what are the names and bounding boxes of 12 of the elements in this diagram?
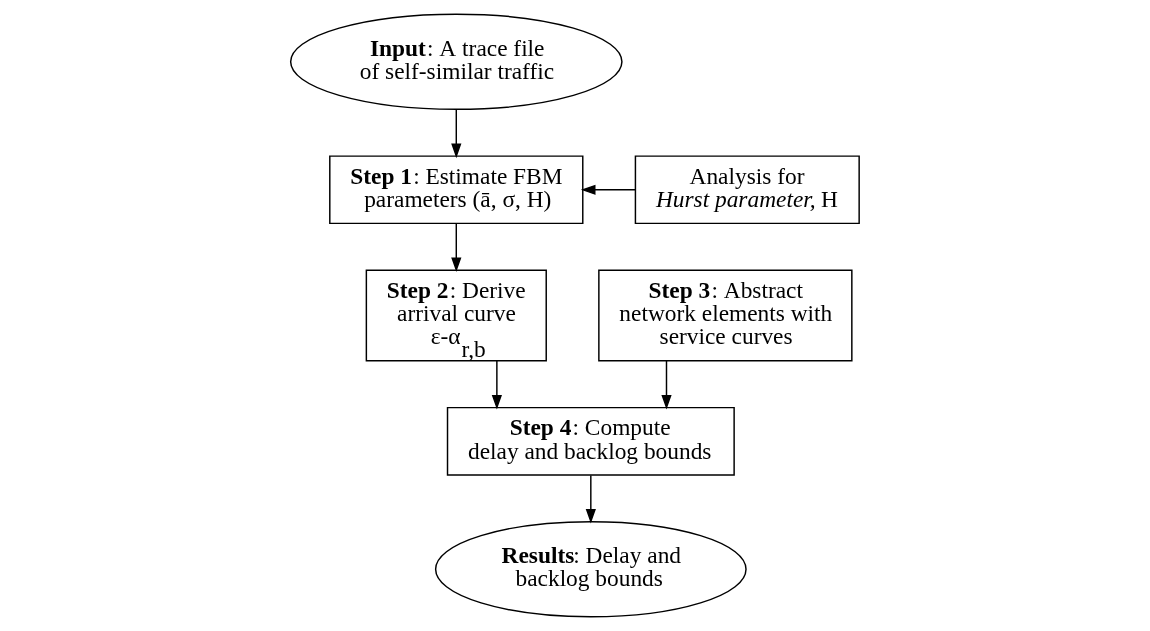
node-box: Step 3: Abstract network elements with service curves xyxy=(598,269,853,362)
node-box: Analysis for Hurst parameter, H xyxy=(634,155,860,225)
node-ellipse: Input: A trace file of self-similar traffic xyxy=(289,13,623,111)
arrow xyxy=(491,360,502,410)
arrow xyxy=(585,474,596,524)
node-box: Step 1: Estimate FBM parameters (ā, σ, H) xyxy=(329,155,584,225)
node-box: Step 4: Compute delay and backlog bounds xyxy=(446,406,735,476)
node-ellipse: Results: Delay and backlog bounds xyxy=(434,520,747,618)
arrow xyxy=(661,360,672,410)
arrow xyxy=(451,108,462,159)
arrow xyxy=(580,184,636,195)
arrow xyxy=(451,222,462,273)
